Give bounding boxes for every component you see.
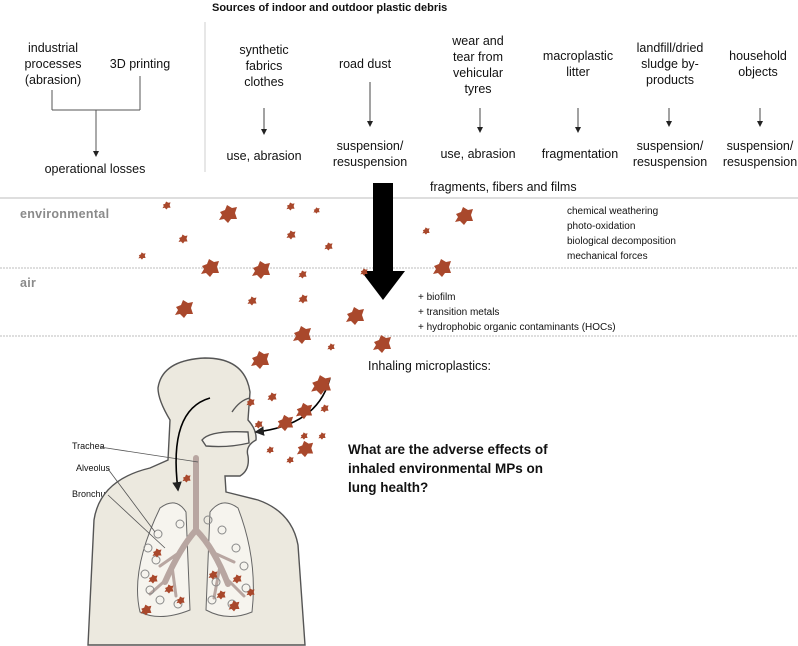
weathering-item: photo-oxidation [567,221,636,232]
source-macroplastic: macroplastic litter [542,49,614,79]
addition-item: + transition metals [418,307,500,318]
source-vehicular-tyres: wear and tear from vehicular tyres [452,34,504,96]
source-synthetic-fabrics: synthetic fabrics clothes [239,43,289,89]
inhaling-label: Inhaling microplastics: [368,359,491,373]
source-arrows [261,82,763,135]
particle [373,335,391,353]
operational-losses: operational losses [44,162,146,176]
particle [346,307,364,325]
particle [251,351,269,369]
zone-environmental: environmental [20,207,110,221]
particle [300,432,308,440]
process-macroplastic: fragmentation [541,147,619,161]
source-household: household objects [729,49,787,79]
label-trachea: Trachea [72,441,105,451]
particle [252,261,270,279]
particle [422,227,430,235]
bracket-connector [51,76,141,157]
particle [298,270,307,279]
addition-item: + biofilm [418,292,456,303]
weathering-item: chemical weathering [567,206,659,217]
process-road-dust: suspension/ resuspension [332,139,408,169]
research-question: What are the adverse effects of inhaled … [348,442,548,495]
particle [455,207,473,225]
particle [293,326,311,344]
particle [178,234,188,244]
particle [311,375,331,395]
source-landfill: landfill/dried sludge by- products [636,41,704,87]
particle [201,259,219,277]
particle [286,230,296,240]
label-alveolus: Alveolus [76,463,111,473]
particle [320,404,329,413]
particle [175,300,193,318]
fragments-label: fragments, fibers and films [430,180,577,194]
particle [298,294,308,304]
process-household: suspension/ resuspension [722,139,798,169]
particle [318,432,326,440]
main-flow-arrow [361,183,405,300]
particle [266,446,274,454]
source-3d-printing: 3D printing [109,57,171,71]
process-tyres: use, abrasion [440,147,516,161]
weathering-item: biological decomposition [567,236,676,247]
particle [296,440,314,458]
source-road-dust: road dust [338,57,392,71]
diagram-title: Sources of indoor and outdoor plastic de… [212,2,448,14]
zone-air: air [20,276,37,290]
particle [286,456,294,464]
process-landfill: suspension/ resuspension [632,139,708,169]
particle [327,343,335,351]
particle [254,420,263,429]
particle [433,259,451,277]
source-industrial: industrial processes (abrasion) [24,41,82,87]
inhalation-curve-arrow [172,397,211,492]
addition-item: + hydrophobic organic contaminants (HOCs… [418,322,616,333]
particle [219,205,237,223]
weathering-item: mechanical forces [567,251,648,262]
particle [138,252,146,260]
particle [276,414,294,432]
particle [162,201,171,210]
particle [286,202,295,211]
left-lung [137,502,191,617]
anatomy-leaders [99,446,199,549]
particle [313,207,320,214]
particle [267,392,277,402]
particle [324,242,333,251]
particle [295,402,313,420]
process-fabrics: use, abrasion [226,149,302,163]
particle [247,296,257,306]
label-bronchus: Bronchus [72,489,111,499]
